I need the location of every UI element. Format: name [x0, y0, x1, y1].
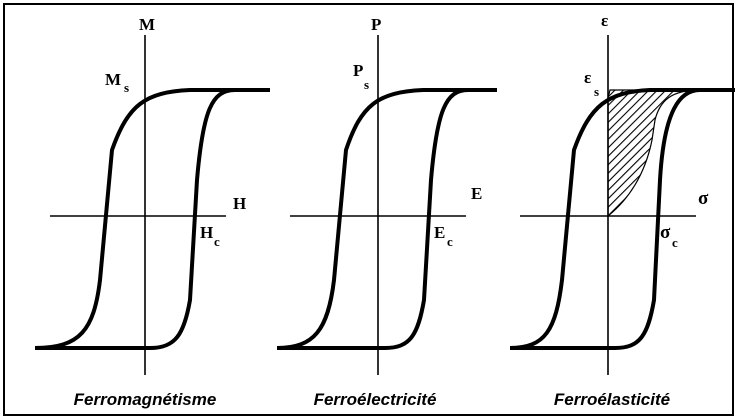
saturation-subscript: s — [594, 84, 599, 99]
saturation-subscript: s — [124, 80, 129, 95]
x-axis-label: σ — [698, 188, 709, 209]
figure-frame — [3, 3, 734, 416]
coercive-subscript: c — [214, 234, 220, 249]
panel-ferroelectricity: P E P s E c Ferroélectricité — [276, 15, 497, 409]
saturation-subscript: s — [364, 77, 369, 92]
coercive-label: σ — [660, 222, 671, 243]
saturation-label: ε — [584, 68, 591, 87]
caption: Ferroélasticité — [554, 390, 670, 409]
coercive-label: H — [200, 223, 213, 242]
caption: Ferroélectricité — [314, 390, 437, 409]
saturation-label: M — [105, 70, 121, 89]
x-axis-label: H — [233, 194, 246, 213]
y-axis-label: P — [371, 15, 381, 34]
coercive-label: E — [434, 223, 445, 242]
hatched-region — [607, 89, 701, 218]
saturation-label: P — [353, 61, 363, 80]
hysteresis-loop — [509, 88, 735, 350]
hysteresis-loop — [276, 88, 497, 350]
x-axis-label: E — [471, 184, 482, 203]
caption: Ferromagnétisme — [74, 390, 217, 409]
y-axis-label: M — [139, 15, 155, 34]
panel-ferromagnetism: M H M s H c Ferromagnétisme — [34, 15, 270, 409]
y-axis-label: ε — [601, 11, 608, 30]
hysteresis-loop — [34, 88, 270, 350]
coercive-subscript: c — [447, 234, 453, 249]
coercive-subscript: c — [672, 235, 678, 250]
panel-ferroelasticity: ε σ ε s σ c Ferroélasticité — [509, 11, 735, 409]
